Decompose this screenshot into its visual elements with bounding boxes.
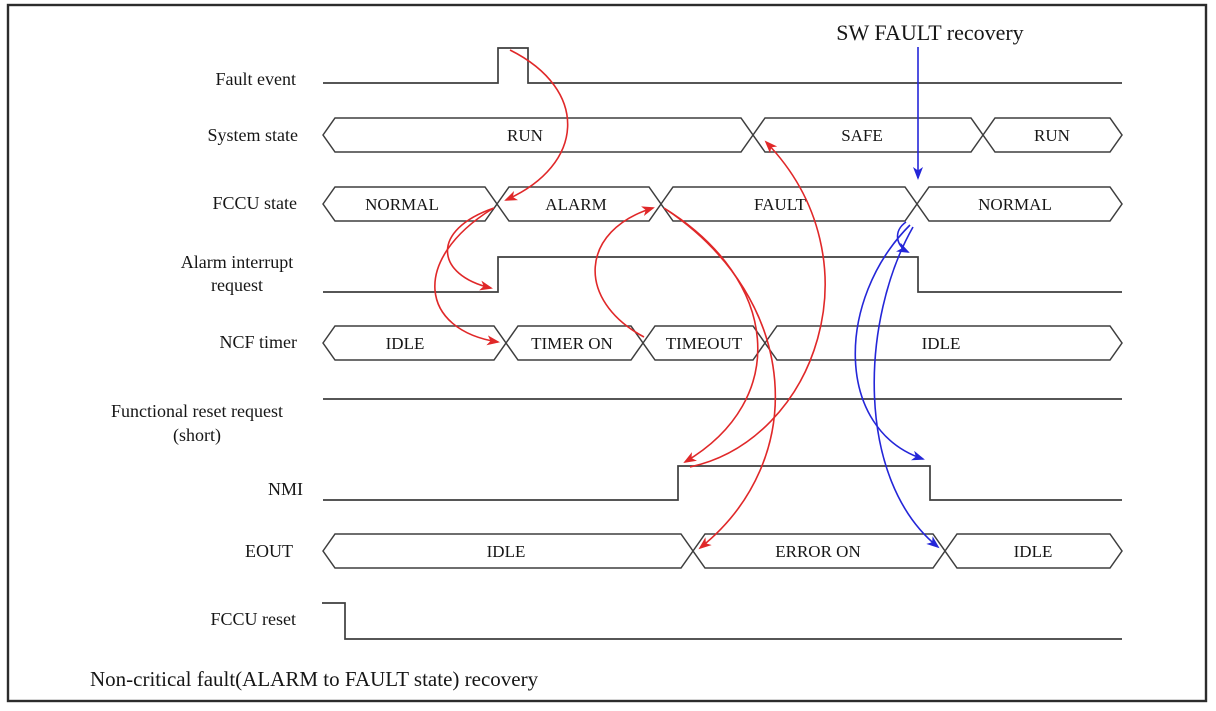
eout-label: EOUT — [245, 541, 293, 561]
diagram-frame — [6, 3, 1208, 703]
ncf-timer-value: IDLE — [386, 334, 425, 353]
signal-row-alarm-interrupt: Alarm interrupt request — [181, 252, 1122, 295]
signal-row-system-state: System state RUN SAFE RUN — [208, 117, 1123, 153]
fccu-state-value: FAULT — [754, 195, 807, 214]
fault-event-waveform — [323, 47, 1122, 84]
arrow-fault-to-eout-error — [666, 209, 777, 550]
red-arrows — [434, 49, 826, 550]
arrow-alarm-to-irq-rise — [446, 207, 495, 291]
nmi-label: NMI — [268, 479, 303, 499]
fccu-reset-label: FCCU reset — [211, 609, 297, 629]
signal-row-fccu-state: FCCU state NORMAL ALARM FAULT NORMAL — [212, 186, 1123, 222]
eout-value: IDLE — [1014, 542, 1053, 561]
ncf-timer-value: TIMER ON — [531, 334, 613, 353]
diagram-caption: Non-critical fault(ALARM to FAULT state)… — [90, 667, 539, 691]
alarm-interrupt-label-line1: Alarm interrupt — [181, 252, 293, 272]
arrow-alarm-to-timer-on — [434, 208, 500, 346]
signal-row-nmi: NMI — [268, 465, 1122, 501]
fccu-state-value: ALARM — [545, 195, 606, 214]
ncf-timer-segment-idle2 — [764, 325, 1123, 361]
arrow-normal-to-eout-idle — [873, 226, 940, 549]
eout-value: IDLE — [487, 542, 526, 561]
functional-reset-label-line1: Functional reset request — [111, 401, 283, 421]
arrow-fault-pulse-to-alarm — [504, 49, 569, 201]
ncf-timer-label: NCF timer — [219, 332, 297, 352]
ncf-timer-value: TIMEOUT — [666, 334, 743, 353]
signal-row-ncf-timer: NCF timer IDLE TIMER ON TIMEOUT IDLE — [219, 325, 1123, 361]
arrow-timeout-to-fault — [594, 206, 655, 338]
alarm-interrupt-label-line2: request — [211, 275, 263, 295]
nmi-waveform — [323, 465, 1122, 501]
fccu-state-value: NORMAL — [978, 195, 1052, 214]
fccu-state-segment-normal2 — [916, 186, 1123, 222]
system-state-value: RUN — [1034, 126, 1070, 145]
signal-row-functional-reset: Functional reset request (short) — [111, 398, 1122, 446]
fault-event-label: Fault event — [216, 69, 296, 89]
arrow-normal-to-nmi-fall — [854, 224, 925, 461]
signal-row-fccu-reset: FCCU reset — [211, 602, 1122, 640]
eout-segment-idle2 — [944, 533, 1123, 569]
functional-reset-label-line2: (short) — [173, 425, 221, 446]
system-state-value: RUN — [507, 126, 543, 145]
alarm-interrupt-waveform — [323, 256, 1122, 293]
arrow-nmi-to-safe — [689, 140, 826, 468]
system-state-value: SAFE — [841, 126, 883, 145]
signal-row-eout: EOUT IDLE ERROR ON IDLE — [245, 533, 1123, 569]
signal-row-fault-event: Fault event — [216, 47, 1122, 89]
system-state-label: System state — [208, 125, 299, 145]
sw-fault-recovery-note: SW FAULT recovery — [836, 20, 1023, 45]
system-state-segment-run2 — [982, 117, 1123, 153]
eout-value: ERROR ON — [775, 542, 860, 561]
fccu-state-value: NORMAL — [365, 195, 439, 214]
fccu-state-label: FCCU state — [212, 193, 297, 213]
fccu-reset-waveform — [322, 602, 1122, 640]
blue-arrows: SW FAULT recovery — [836, 20, 1024, 549]
ncf-timer-value: IDLE — [922, 334, 961, 353]
